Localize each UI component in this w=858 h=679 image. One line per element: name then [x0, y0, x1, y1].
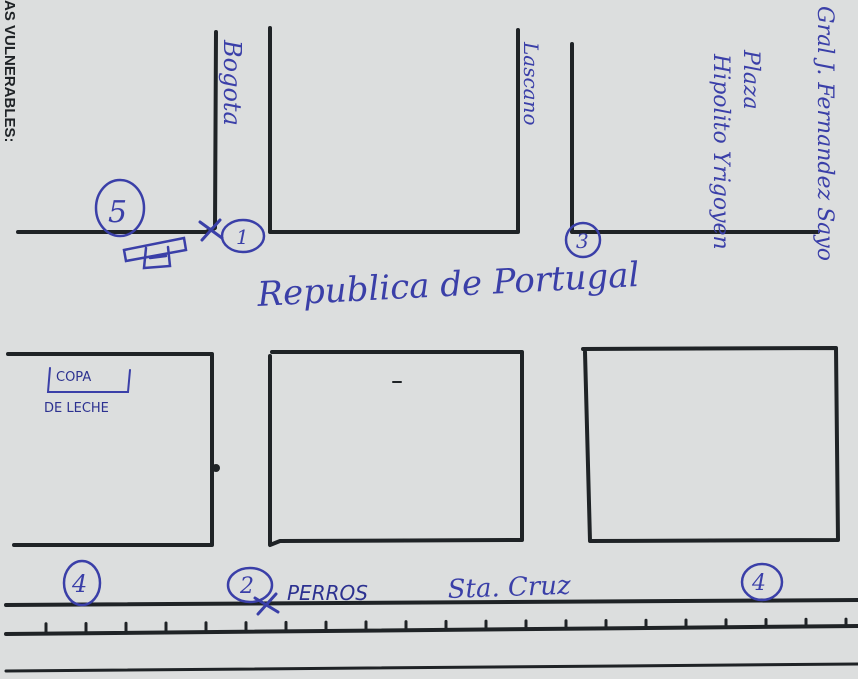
rail-ties [44, 617, 848, 636]
marker-3-label: 3 [576, 229, 589, 253]
block-bottom-middle [268, 350, 524, 547]
rail-line-bottom [4, 662, 858, 673]
copa-label-line2: DE LECHE [44, 401, 109, 416]
copa-box [46, 367, 131, 393]
marker-5-label: 5 [108, 195, 127, 230]
marker-1: 1 [220, 218, 266, 254]
block-bottom-right [581, 346, 840, 543]
perros-label: PERROS [287, 581, 368, 605]
marker-4-right-label: 4 [751, 571, 766, 596]
copa-label-line1: COPA [56, 370, 91, 385]
block-top-middle [268, 26, 520, 234]
marker-2: 2 [226, 566, 274, 604]
block-mark-dot [212, 464, 220, 472]
plaza-label-line2: Hipolito Yrigoyen [708, 53, 733, 250]
marker-3: 3 [564, 221, 602, 259]
street-label-bogota: Bogota [218, 39, 246, 126]
marker-5: 5 [94, 178, 146, 238]
marker-2-label: 2 [239, 574, 254, 599]
block-top-right [570, 42, 820, 234]
street-label-lascano: Lascano [519, 41, 543, 126]
rail-line-top [4, 598, 858, 607]
block-bottom-left [6, 352, 214, 547]
street-label-sta-cruz: Sta. Cruz [447, 571, 571, 605]
side-title: AS VULNERABLES: [1, 0, 18, 143]
plaza-label-line1: Plaza [738, 49, 763, 110]
street-label-gral-sayo: Gral J. Fernandez Sayo [812, 6, 837, 261]
rail-line-middle [4, 624, 858, 636]
marker-4-left-label: 4 [71, 570, 87, 598]
x-mark-corner-icon [198, 218, 224, 242]
marker-4-left: 4 [62, 559, 102, 607]
marker-4-right: 4 [740, 562, 784, 602]
bench-sketch-icon [122, 236, 188, 270]
marker-1-label: 1 [236, 225, 249, 249]
